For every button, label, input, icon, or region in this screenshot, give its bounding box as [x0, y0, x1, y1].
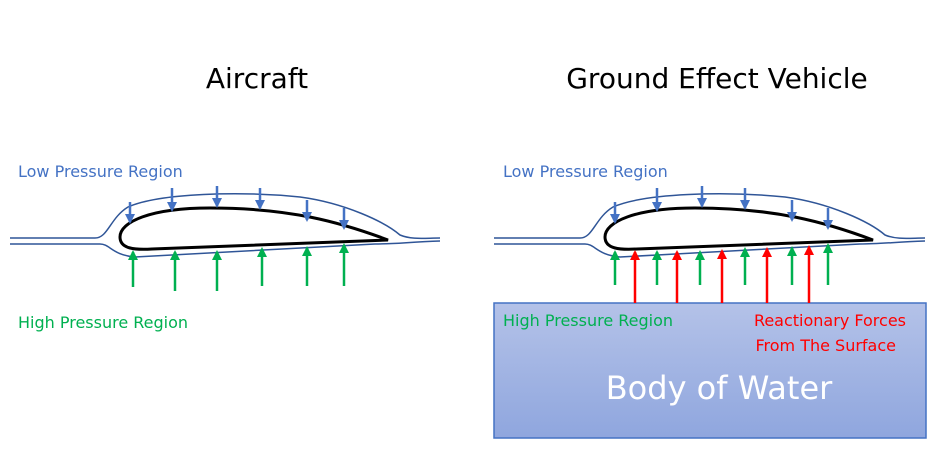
- reaction-label-line1: Reactionary Forces: [754, 311, 906, 330]
- water-body: [493, 302, 927, 439]
- gev-high-pressure-label: High Pressure Region: [503, 311, 673, 330]
- gev-panel: Ground Effect Vehicle Body of Water: [493, 62, 927, 439]
- gev-reaction-arrows: [630, 245, 814, 303]
- aircraft-lower-streamline: [10, 240, 441, 258]
- aircraft-high-pressure-arrows: [128, 243, 349, 291]
- aircraft-upper-streamline: [10, 193, 441, 240]
- aircraft-low-pressure-label: Low Pressure Region: [18, 162, 183, 181]
- aircraft-panel: Aircraft Low Pressure Region High Pressu…: [10, 62, 441, 332]
- gev-low-pressure-label: Low Pressure Region: [503, 162, 668, 181]
- aircraft-title: Aircraft: [206, 62, 308, 95]
- gev-low-pressure-arrows: [610, 186, 833, 230]
- reaction-label-line2: From The Surface: [755, 336, 896, 355]
- gev-high-pressure-arrows: [610, 243, 833, 285]
- aircraft-airfoil: [118, 206, 389, 251]
- aircraft-high-pressure-label: High Pressure Region: [18, 313, 188, 332]
- gev-upper-streamline: [494, 193, 926, 240]
- water-label: Body of Water: [606, 369, 833, 407]
- gev-title: Ground Effect Vehicle: [566, 62, 868, 95]
- gev-airfoil: [603, 206, 874, 251]
- aircraft-low-pressure-arrows: [125, 186, 349, 230]
